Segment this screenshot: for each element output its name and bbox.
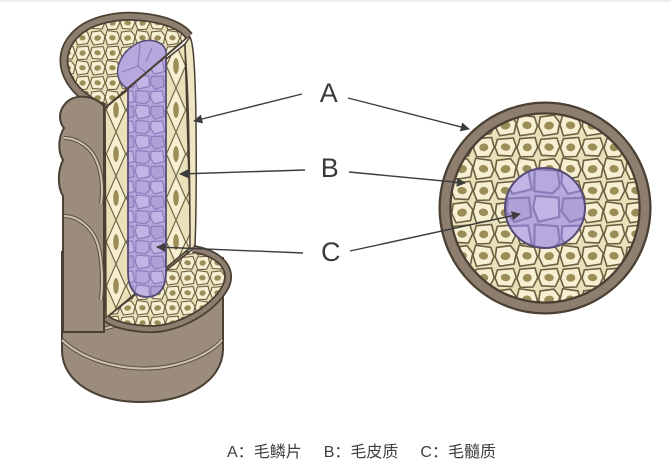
medulla-column: [127, 54, 167, 298]
cross-section-figure: [438, 101, 652, 315]
caption-letter-a: A: [227, 444, 238, 461]
caption-letter-c: C: [420, 444, 432, 461]
caption-item-b: B：毛皮质: [324, 438, 399, 462]
caption-item-a: A：毛鳞片: [227, 438, 302, 462]
label-b: B: [320, 153, 340, 183]
top-cuticle-rim-fill: [61, 13, 192, 111]
leader-b-right: [348, 171, 466, 187]
top-cut-edge: [104, 41, 183, 109]
leader-a-left: [193, 93, 303, 124]
caption-item-c: C：毛髓质: [420, 438, 496, 462]
caption-separator: ：: [237, 444, 254, 461]
caption-term-b: 毛皮质: [350, 444, 399, 461]
leader-c-right: [349, 211, 521, 252]
leader-b-left: [179, 169, 306, 179]
caption-legend: A：毛鳞片 B：毛皮质 C：毛髓质: [52, 438, 671, 462]
cuticle-scale-seams-upper: [63, 136, 104, 301]
caption-separator: ：: [431, 444, 448, 461]
leader-lines: [156, 93, 521, 254]
caption-term-a: 毛鳞片: [253, 444, 302, 461]
caption-separator: ：: [334, 444, 351, 461]
leader-a-right: [347, 97, 470, 132]
cross-section-cuticle-ring: [440, 103, 650, 313]
label-c: C: [321, 237, 341, 267]
leader-c-left: [156, 242, 304, 254]
caption-term-c: 毛髓质: [447, 444, 496, 461]
label-a: A: [319, 78, 339, 108]
cross-section-medulla: [504, 167, 586, 249]
caption-letter-b: B: [323, 444, 335, 461]
mid-disc-rim-fill: [104, 246, 231, 332]
top-divider: [0, 0, 671, 2]
hair-shaft-figure: [57, 11, 232, 404]
